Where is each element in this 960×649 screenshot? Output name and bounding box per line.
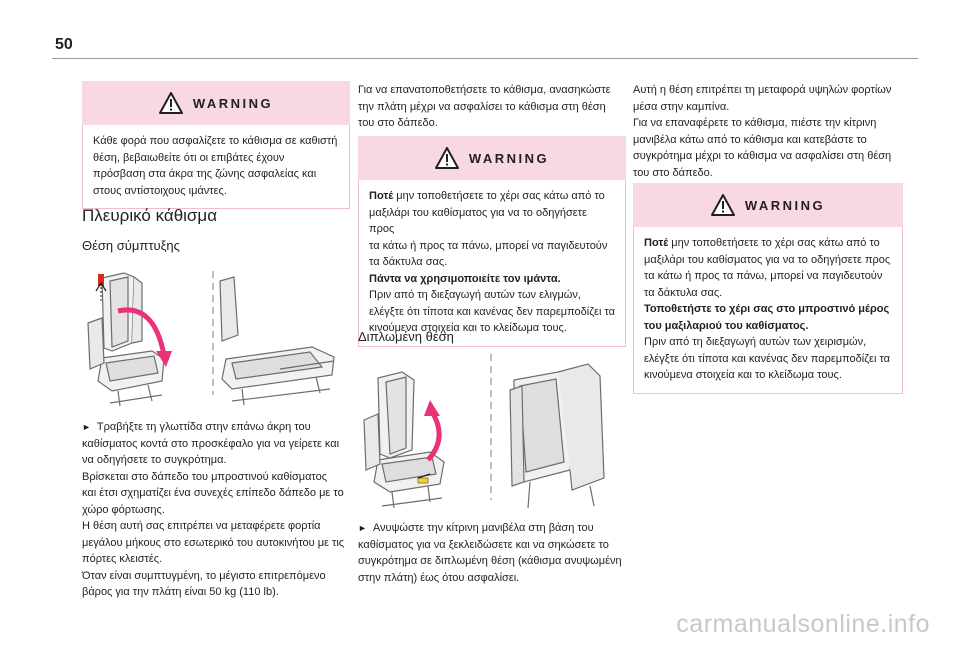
body-line: χώρο φόρτωσης. [82,503,165,516]
warning-title: WARNING [468,150,550,166]
reinstall-instructions: Για να επανατοποθετήσετε το κάθισμα, ανα… [358,82,626,132]
body-line: συγκρότημα σε διπλωμένη θέση (κάθισμα αν… [358,555,622,567]
seat-tumble-drawing [363,354,605,509]
warning-line: Ποτέ μην τοποθετήσετε το χέρι σας κάτω α… [644,237,880,249]
warning-line: τα κάτω ή προς τα πάνω, μπορεί να παγιδε… [369,239,608,252]
warning-line: μαξιλάρι του καθίσματος για να το οδηγήσ… [369,206,587,236]
warning-line: Πριν από τη διεξαγωγή αυτών των ελιγμών, [369,289,581,301]
warning-header: WARNING [633,183,903,227]
seat-tumble-illustration [358,350,628,515]
warning-line: Πριν από τη διεξαγωγή αυτών των χειρισμώ… [644,336,867,348]
yellow-handle [417,477,429,484]
warning-line: μαξιλάρι του καθίσματος για να το οδηγήσ… [644,253,891,266]
body-line: βάρος για την πλάτη είναι 50 kg (110 lb)… [82,586,279,598]
body-line: την πλάτη μέχρι να ασφαλίσει το κάθισμα … [358,100,606,113]
body-line: μεγάλου μήκους στο εσωτερικό του αυτοκιν… [82,536,345,549]
body-line: Για να επαναφέρετε το κάθισμα, πιέστε τη… [633,117,877,129]
body-line: καθίσματος για να ξεκλειδώσετε και να ση… [358,538,609,551]
body-line: και έτσι σχηματίζει ένα συνεχές επίπεδο … [82,487,344,499]
warning-line: Πάντα να χρησιμοποιείτε τον ιμάντα. [369,272,561,285]
warning-line: Ποτέ μην τοποθετήσετε το χέρι σας κάτω α… [369,190,605,202]
subsection-title-tumbled: Διπλωμένη θέση [358,329,454,344]
section-title: Πλευρικό κάθισμα [82,206,218,225]
warning-text: Ποτέ μην τοποθετήσετε το χέρι σας κάτω α… [358,180,626,347]
warning-triangle-icon [710,194,735,216]
warning-text: Ποτέ μην τοποθετήσετε το χέρι σας κάτω α… [633,227,903,394]
body-line: Για να επανατοποθετήσετε το κάθισμα, ανα… [358,84,611,96]
warning-line: ελέγξτε ότι τίποτα και κανένας δεν παρεμ… [644,352,891,365]
body-line: μανιβέλα κάτω από το κάθισμα και κατεβάσ… [633,133,867,146]
body-line: πόρτες κλειστές. [82,553,163,565]
warning-box-1: WARNING Κάθε φορά που ασφαλίζετε το κάθι… [82,81,350,209]
warning-line: κινούμενα στοιχεία και το κλείδωμα τους. [369,322,567,334]
warning-title: WARNING [744,197,826,213]
warning-header: WARNING [82,81,350,125]
fold-arrow [117,307,167,356]
seat-fold-illustration [82,263,352,413]
body-line: Ανυψώστε την κίτρινη μανιβέλα στη βάση τ… [358,520,628,537]
body-line: στην πλάτη) έως ότου ασφαλίσει. [358,571,520,584]
warning-line: τα δάκτυλα σας. [644,286,723,299]
warning-title: WARNING [192,95,274,111]
tumble-instructions: Ανυψώστε την κίτρινη μανιβέλα στη βάση τ… [358,520,628,586]
body-line: Η θέση αυτή σας επιτρέπει να μεταφέρετε … [82,520,321,532]
tab-red-marker [98,274,104,286]
body-line: του στο δάπεδο. [633,166,713,179]
header-rule [52,58,918,59]
warning-box-2: WARNING Ποτέ μην τοποθετήσετε το χέρι σα… [358,136,626,347]
warning-text: Κάθε φορά που ασφαλίζετε το κάθισμα σε κ… [82,125,350,209]
warning-line: τα κάτω ή προς τα πάνω, μπορεί να παγιδε… [644,270,883,282]
warning-triangle-icon [158,92,183,114]
body-line: Βρίσκεται στο δάπεδο του μπροστινού καθί… [82,470,328,483]
seat-fold-drawing [87,271,335,407]
warning-header: WARNING [358,136,626,180]
lift-arrow [426,410,442,462]
body-line: Αυτή η θέση επιτρέπει τη μεταφορά υψηλών… [633,84,892,96]
warning-line: ελέγξτε ότι τίποτα και κανένας δεν παρεμ… [369,305,616,318]
body-line: Όταν είναι συμπτυγμένη, το μέγιστο επιτρ… [82,569,326,582]
warning-line: τα δάκτυλα σας. [369,256,448,268]
subsection-title-folded: Θέση σύμπτυξης [82,238,180,253]
warning-line: Τοποθετήστε το χέρι σας στο μπροστινό μέ… [644,303,890,315]
watermark: carmanualsonline.info [676,610,930,638]
body-line: καθίσματος κοντά στο προσκέφαλο για να γ… [82,437,340,450]
return-instructions: Αυτή η θέση επιτρέπει τη μεταφορά υψηλών… [633,82,903,181]
warning-box-3: WARNING Ποτέ μην τοποθετήσετε το χέρι σα… [633,183,903,394]
warning-triangle-icon [434,147,459,169]
folded-instructions: Τραβήξτε τη γλωττίδα στην επάνω άκρη του… [82,419,352,601]
warning-line: κινούμενα στοιχεία και το κλείδωμα τους. [644,369,842,381]
body-line: μέσα στην καμπίνα. [633,100,730,113]
body-line: να οδηγήσετε το συγκρότημα. [82,454,227,466]
body-line: Τραβήξτε τη γλωττίδα στην επάνω άκρη του [82,419,352,436]
page-number: 50 [55,36,73,53]
warning-line: του μαξιλαριού του καθίσματος. [644,319,809,332]
body-line: του στο δάπεδο. [358,117,438,129]
body-line: συγκρότημα μέχρι το κάθισμα να ασφαλίσει… [633,150,892,162]
